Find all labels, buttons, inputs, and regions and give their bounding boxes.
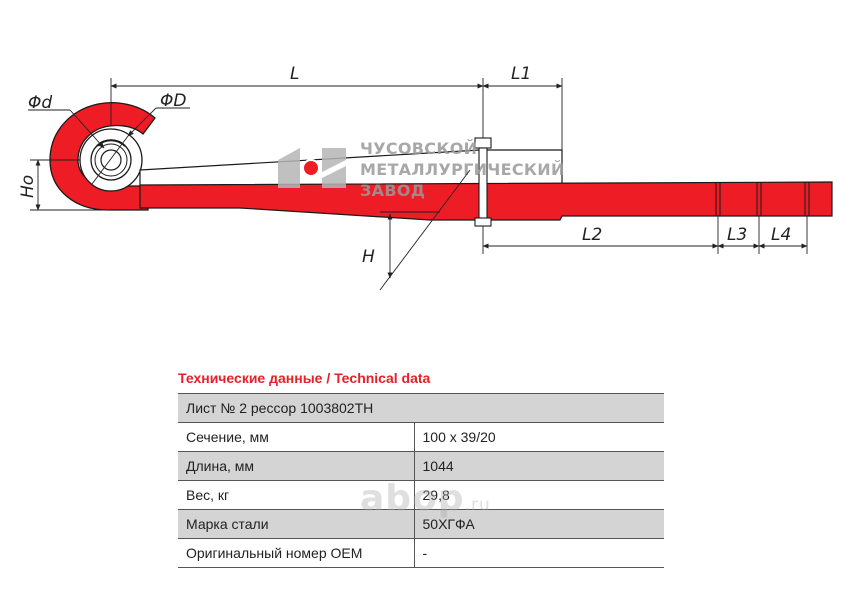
label-H: H [362, 247, 375, 267]
dimension-H: H [362, 169, 471, 291]
spec-value: 1044 [414, 451, 664, 481]
logo-line-1: ЧУСОВСКОЙ [360, 139, 477, 158]
table-row: Вес, кг 29,8 [178, 480, 664, 510]
spec-header: Лист № 2 рессор 1003802ТН [178, 393, 664, 423]
spec-label: Сечение, мм [178, 422, 415, 452]
plant-logo: ЧУСОВСКОЙ МЕТАЛЛУРГИЧЕСКИЙ ЗАВОД [278, 139, 565, 200]
label-L4: L4 [771, 225, 791, 245]
dimension-diameters: Φd ΦD [28, 91, 190, 185]
watermark-logo: abop.ru [360, 478, 491, 519]
table-row: Сечение, мм 100 x 39/20 [178, 422, 664, 452]
watermark-domain: .ru [464, 495, 491, 515]
spec-label: Длина, мм [178, 451, 415, 481]
spec-label: Вес, кг [178, 480, 415, 510]
dimension-Ho: Ho [18, 159, 110, 211]
label-L3: L3 [727, 225, 747, 245]
dimension-L2-L3-L4: L2 L3 L4 [482, 216, 808, 254]
logo-line-3: ЗАВОД [360, 181, 425, 200]
label-d: Φd [28, 93, 52, 113]
table-header-row: Лист № 2 рессор 1003802ТН [178, 393, 664, 423]
spring-eye [49, 102, 156, 211]
label-L2: L2 [582, 225, 602, 245]
spec-value: - [414, 538, 664, 568]
table-row: Длина, мм 1044 [178, 451, 664, 481]
spec-value: 50ХГФА [414, 509, 664, 539]
label-L1: L1 [511, 64, 531, 84]
spec-value: 29,8 [414, 480, 664, 510]
table-row: Оригинальный номер OEM - [178, 538, 664, 568]
label-D: ΦD [160, 91, 186, 111]
spec-label: Марка стали [178, 509, 415, 539]
label-Ho: Ho [18, 175, 38, 198]
label-L: L [290, 64, 299, 84]
logo-line-2: МЕТАЛЛУРГИЧЕСКИЙ [360, 160, 565, 179]
leaf-spring-drawing: ЧУСОВСКОЙ МЕТАЛЛУРГИЧЕСКИЙ ЗАВОД L L1 Φd… [18, 64, 833, 291]
dimension-L1: L1 [482, 64, 563, 150]
spec-value: 100 x 39/20 [414, 422, 664, 452]
specs-title: Технические данные / Technical data [178, 370, 431, 386]
table-row: Марка стали 50ХГФА [178, 509, 664, 539]
spec-label: Оригинальный номер OEM [178, 538, 415, 568]
watermark-brand: abop [360, 478, 465, 519]
specs-table: Лист № 2 рессор 1003802ТН Сечение, мм 10… [178, 393, 664, 568]
